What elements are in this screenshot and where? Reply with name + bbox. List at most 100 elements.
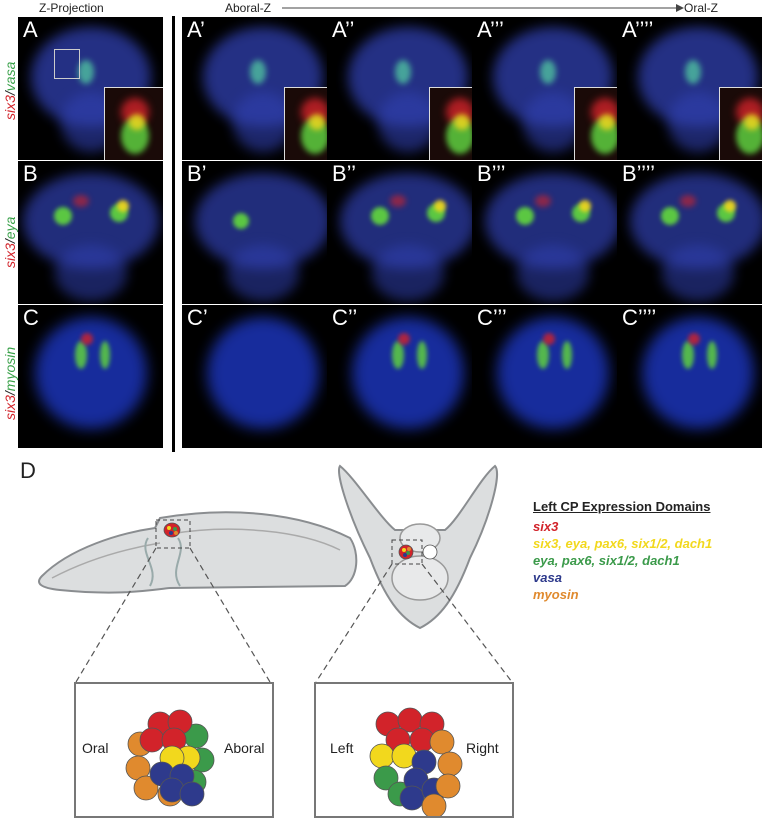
panel-label: B’ bbox=[187, 161, 207, 186]
column-divider bbox=[172, 16, 175, 452]
signal-blob bbox=[72, 195, 89, 207]
aboral-z-header: Aboral-Z bbox=[225, 1, 272, 15]
oral-label: Oral bbox=[82, 740, 109, 756]
signal-blob bbox=[116, 200, 129, 212]
signal-blob bbox=[679, 195, 696, 207]
signal-blob bbox=[54, 245, 127, 301]
legend-item-six3-eya: six3, eya, pax6, six1/2, dach1 bbox=[533, 536, 713, 551]
panel-label: A bbox=[23, 17, 38, 42]
signal-blob bbox=[389, 195, 406, 207]
signal-blob bbox=[723, 200, 736, 212]
legend-item-myosin: myosin bbox=[533, 587, 579, 602]
signal-blob bbox=[522, 92, 583, 152]
micrograph-panel-1-4: B’’’’ bbox=[617, 161, 762, 304]
panel-label: B’’’ bbox=[477, 161, 506, 186]
signal-blob bbox=[371, 245, 444, 301]
micrograph-panel-1-1: B’ bbox=[182, 161, 343, 304]
micrograph-panel-1-2: B’’ bbox=[327, 161, 488, 304]
signal-blob bbox=[681, 341, 694, 369]
panel-label: B’’ bbox=[332, 161, 357, 186]
legend-item-vasa: vasa bbox=[533, 570, 562, 585]
micrograph-panel-2-2: C’’ bbox=[327, 305, 488, 448]
panel-label: B’’’’ bbox=[622, 161, 656, 186]
signal-blob bbox=[515, 207, 534, 225]
signal-blob bbox=[53, 207, 72, 225]
cluster-cell-orange bbox=[435, 773, 461, 799]
panel-label: B bbox=[23, 161, 38, 186]
legend-item-six3: six3 bbox=[533, 519, 559, 534]
signal-blob bbox=[542, 333, 555, 345]
signal-blob bbox=[599, 114, 615, 130]
signal-blob bbox=[578, 200, 591, 212]
panel-label: C’ bbox=[187, 305, 208, 330]
signal-blob bbox=[516, 245, 589, 301]
left-right-zoom-box: Left Right bbox=[314, 682, 514, 818]
micrograph-panel-2-3: C’’’ bbox=[472, 305, 633, 448]
panel-label: A’’’’ bbox=[622, 17, 654, 42]
signal-blob bbox=[394, 60, 411, 84]
signal-blob bbox=[561, 341, 572, 369]
signal-blob bbox=[416, 341, 427, 369]
panel-label: C’’ bbox=[332, 305, 358, 330]
zoom-inset bbox=[719, 87, 762, 160]
z-axis-arrow bbox=[282, 4, 684, 12]
signal-blob bbox=[99, 341, 110, 369]
signal-blob bbox=[687, 333, 700, 345]
frontal-larva bbox=[338, 464, 498, 630]
signal-blob bbox=[536, 341, 549, 369]
signal-blob bbox=[232, 92, 293, 152]
signal-blob bbox=[660, 207, 679, 225]
signal-blob bbox=[397, 333, 410, 345]
micrograph-panel-1-0: B bbox=[18, 161, 163, 304]
oral-z-header: Oral-Z bbox=[684, 1, 718, 15]
panel-label: C bbox=[23, 305, 39, 330]
signal-blob bbox=[226, 245, 299, 301]
signal-blob bbox=[129, 114, 145, 130]
signal-blob bbox=[391, 341, 404, 369]
micrograph-panel-0-4: A’’’’ bbox=[617, 17, 762, 160]
cluster-cell-blue bbox=[399, 785, 425, 811]
oral-aboral-zoom-box: Oral Aboral bbox=[74, 682, 274, 818]
signal-blob bbox=[249, 60, 266, 84]
cell-cluster-frontal bbox=[369, 707, 463, 816]
micrograph-panel-0-0: A bbox=[18, 17, 163, 160]
signal-blob bbox=[80, 333, 93, 345]
z-projection-header: Z-Projection bbox=[39, 1, 104, 15]
panel-label: C’’’ bbox=[477, 305, 507, 330]
micrograph-panel-2-1: C’ bbox=[182, 305, 343, 448]
selection-box bbox=[54, 49, 80, 79]
panel-label: A’ bbox=[187, 17, 205, 42]
right-label: Right bbox=[466, 740, 499, 756]
signal-blob bbox=[534, 195, 551, 207]
panel-label: A’’ bbox=[332, 17, 355, 42]
signal-blob bbox=[309, 114, 325, 130]
signal-blob bbox=[232, 213, 249, 229]
signal-blob bbox=[77, 60, 94, 84]
micrograph-panel-0-3: A’’’ bbox=[472, 17, 633, 160]
row-label-a: six3/vasa bbox=[2, 61, 18, 120]
panel-label: C’’’’ bbox=[622, 305, 657, 330]
signal-blob bbox=[74, 341, 87, 369]
signal-blob bbox=[454, 114, 470, 130]
signal-blob bbox=[370, 207, 389, 225]
panel-label: A’’’ bbox=[477, 17, 504, 42]
signal-blob bbox=[706, 341, 717, 369]
signal-blob bbox=[744, 114, 760, 130]
cluster-cell-orange bbox=[429, 729, 455, 755]
cell-cluster-lateral bbox=[125, 709, 215, 807]
micrograph-panel-1-3: B’’’ bbox=[472, 161, 633, 304]
cluster-cell-orange bbox=[421, 793, 447, 816]
left-label: Left bbox=[330, 740, 354, 756]
signal-blob bbox=[661, 245, 734, 301]
aboral-label: Aboral bbox=[224, 740, 265, 756]
micrograph-panel-2-4: C’’’’ bbox=[617, 305, 762, 448]
signal-blob bbox=[433, 200, 446, 212]
signal-blob bbox=[206, 317, 319, 429]
cluster-cell-yellow bbox=[369, 743, 395, 769]
cluster-cell-red bbox=[139, 727, 165, 753]
larva-schematics bbox=[38, 464, 513, 683]
row-label-c: six3/myosin bbox=[2, 346, 18, 420]
micrograph-panel-0-1: A’ bbox=[182, 17, 343, 160]
cluster-cell-orange bbox=[133, 775, 159, 801]
cluster-cell-blue bbox=[179, 781, 205, 807]
